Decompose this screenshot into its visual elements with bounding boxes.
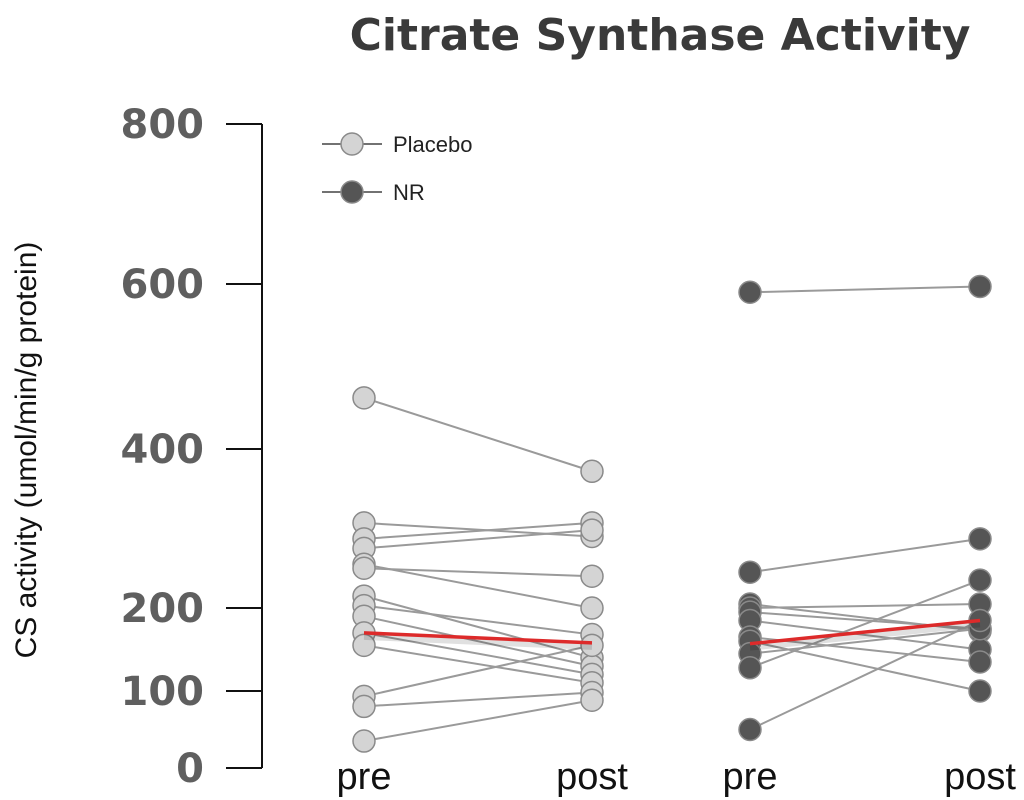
legend-label: NR xyxy=(393,180,425,205)
subject-line xyxy=(363,595,593,659)
legend-marker xyxy=(340,180,364,204)
x-axis-labels: pre post pre post xyxy=(337,756,1017,798)
subject-lines xyxy=(363,285,981,743)
subject-line xyxy=(363,644,593,684)
data-point xyxy=(968,568,992,592)
data-point xyxy=(738,280,762,304)
data-point xyxy=(580,596,604,620)
subject-line xyxy=(363,521,593,538)
mean-lines xyxy=(363,618,981,651)
data-point xyxy=(580,633,604,658)
data-point xyxy=(352,386,376,410)
mean-line-shadow xyxy=(363,633,593,650)
mean-line xyxy=(749,618,981,646)
y-tick-label: 200 xyxy=(121,586,205,632)
x-tick-label: pre xyxy=(723,756,778,798)
subject-line xyxy=(363,567,593,578)
subject-line xyxy=(363,521,593,540)
data-point xyxy=(352,729,376,753)
x-tick-label: post xyxy=(944,756,1016,798)
data-point xyxy=(968,650,992,674)
subject-line xyxy=(363,604,593,636)
y-axis-label: CS activity (umol/min/g protein) xyxy=(10,242,43,659)
subject-line xyxy=(363,529,593,550)
mean-line-shadow xyxy=(749,621,981,651)
data-point xyxy=(580,518,604,542)
mean-line xyxy=(363,631,593,645)
y-tick-label: 600 xyxy=(121,262,205,308)
legend-marker xyxy=(340,132,364,156)
data-point xyxy=(738,656,762,680)
y-tick-label: 0 xyxy=(176,746,204,792)
subject-line xyxy=(749,619,981,651)
subject-line xyxy=(749,285,981,294)
subject-line xyxy=(363,644,593,698)
data-point xyxy=(738,560,762,584)
y-tick-label: 400 xyxy=(121,427,205,473)
y-tick-label: 800 xyxy=(121,102,205,148)
data-point xyxy=(580,688,604,712)
data-point xyxy=(352,556,376,580)
data-point xyxy=(968,527,992,551)
subject-line xyxy=(363,691,593,708)
subject-line xyxy=(749,537,981,574)
subject-line xyxy=(749,627,981,655)
subject-line xyxy=(363,563,593,609)
subject-line xyxy=(363,699,593,743)
data-point xyxy=(738,717,762,742)
chart-title: Citrate Synthase Activity xyxy=(350,10,971,61)
y-tick-label: 100 xyxy=(121,669,205,715)
y-axis: 0 100 200 400 600 800 xyxy=(121,102,263,792)
data-point xyxy=(968,274,992,299)
subject-line xyxy=(749,619,981,731)
x-tick-label: pre xyxy=(337,756,392,798)
subject-line xyxy=(749,579,981,669)
data-point xyxy=(580,459,604,484)
legend-label: Placebo xyxy=(393,132,473,157)
subject-line xyxy=(363,631,593,676)
subject-line xyxy=(363,396,593,473)
data-point xyxy=(968,679,992,703)
data-points xyxy=(352,274,992,753)
data-point xyxy=(352,694,376,719)
subject-line xyxy=(363,615,593,668)
data-point xyxy=(580,564,604,588)
subject-line xyxy=(749,603,981,609)
x-tick-label: post xyxy=(556,756,628,798)
